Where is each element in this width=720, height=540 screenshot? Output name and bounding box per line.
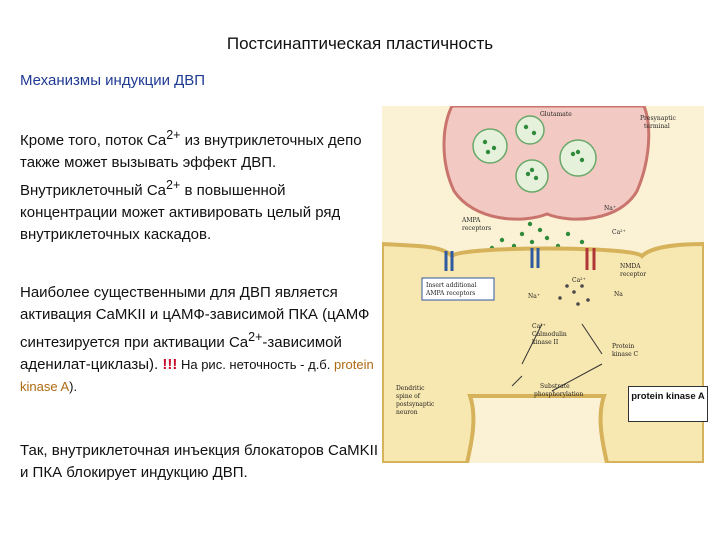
label-na-right: Na [614, 291, 623, 298]
label-substrate-1: Substrate [540, 383, 570, 390]
vesicle-glutamate [482, 124, 585, 181]
ampa-receptors [444, 248, 540, 271]
p1-text-c: в повышенной концентрации может активиро… [20, 182, 341, 243]
pka-callout: protein kinase A [628, 386, 708, 422]
label-cam-2: Calmodulin [532, 331, 567, 338]
paragraph-injection: Так, внутриклеточная инъекция блокаторов… [20, 442, 379, 481]
cascade-arrows [511, 323, 603, 392]
label-ca-mid: Ca²⁺ [612, 229, 626, 236]
p2-text-a: Наиболее существенными для ДВП является … [20, 284, 370, 351]
p1-sup-b: 2+ [166, 178, 181, 192]
slide-title: Постсинаптическая пластичность [226, 34, 494, 53]
slide-subtitle: Механизмы индукции ДВП [20, 72, 206, 89]
label-nmda-1: NMDA [620, 263, 641, 270]
p2-text-b: -зависимой аденилат-циклазы). [20, 334, 342, 373]
intracellular-ions [558, 284, 590, 306]
label-cam-1: Ca²⁺ [532, 323, 546, 330]
label-pkc-2: kinase C [612, 351, 639, 358]
label-ampa-2: receptors [462, 225, 491, 232]
paragraph-ca-depot: Кроме того, поток Ca2+ из внутриклеточны… [20, 124, 380, 246]
label-insert-1: Insert additional [426, 282, 477, 289]
p1-text-b: из внутриклеточных депо также может вызы… [20, 132, 362, 199]
p2-note-pka: protein kinase A [20, 357, 374, 394]
synapse-diagram: Glutamate Presynaptic terminal Na⁺ AMPA … [382, 106, 704, 463]
p2-note-a: На рис. неточность - д.б. [177, 357, 334, 372]
synaptic-vesicles [472, 115, 597, 193]
label-dendritic-4: neuron [396, 409, 418, 416]
label-ca-inner: Ca²⁺ [572, 277, 586, 284]
label-na-left: Na⁺ [528, 293, 540, 300]
insert-ampa-box [421, 277, 495, 301]
paragraph-camkii-pka: Наиболее существенными для ДВП является … [20, 282, 380, 398]
p2-exclamation: !!! [162, 356, 178, 373]
label-dendritic-2: spine of [396, 393, 421, 400]
presynaptic-terminal [442, 106, 651, 221]
label-insert-2: AMPA receptors [425, 290, 475, 297]
p2-sup-a: 2+ [248, 330, 263, 344]
released-glutamate [489, 221, 585, 251]
label-ampa-1: AMPA [461, 217, 481, 224]
label-nmda-2: receptor [620, 271, 646, 278]
postsynaptic-spine [382, 241, 704, 463]
p1-sup-a: 2+ [166, 128, 181, 142]
p1-text-a: Кроме того, поток Ca [20, 132, 167, 149]
label-glutamate: Glutamate [540, 111, 572, 118]
label-cam-3: kinase II [532, 339, 559, 346]
label-presynaptic-1: Presynaptic [640, 115, 677, 122]
label-dendritic-3: postsynaptic [396, 401, 435, 408]
label-presynaptic-2: terminal [644, 123, 670, 130]
label-substrate-2: phosphorylation [534, 391, 583, 398]
label-pkc-1: Protein [612, 343, 634, 350]
p2-note-end: ). [69, 379, 78, 394]
label-dendritic-1: Dendritic [396, 385, 425, 392]
label-na-top: Na⁺ [604, 205, 616, 212]
nmda-receptor [585, 248, 596, 270]
